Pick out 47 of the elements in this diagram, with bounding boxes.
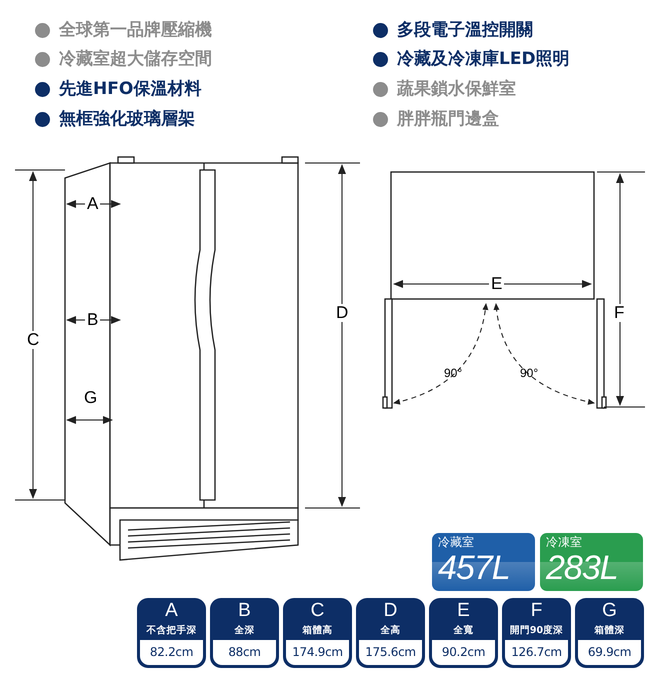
dimension-label: F bbox=[612, 304, 626, 322]
feature-text: 無框強化玻璃層架 bbox=[59, 108, 195, 130]
dimension-letter: E bbox=[456, 600, 471, 622]
dimension-letter: F bbox=[530, 600, 544, 622]
feature-text: 蔬果鎖水保鮮室 bbox=[397, 78, 516, 100]
spec-label: 不含把手深 bbox=[145, 624, 198, 637]
spec-card bbox=[356, 598, 425, 668]
spec-value: 69.9cm bbox=[578, 640, 641, 665]
feature-text: 冷藏室超大儲存空間 bbox=[59, 48, 212, 70]
dimension-label: C bbox=[25, 331, 42, 349]
angle-label: 90° bbox=[520, 366, 538, 380]
badge-title: 冷凍室 bbox=[546, 534, 582, 551]
volume-value: 457L bbox=[438, 548, 510, 589]
spec-value: 174.9cm bbox=[286, 640, 349, 665]
volume-value: 283L bbox=[546, 548, 618, 589]
spec-label: 箱體高 bbox=[302, 624, 334, 637]
dimension-letter: A bbox=[164, 600, 179, 622]
dimension-label: D bbox=[334, 304, 350, 322]
spec-card bbox=[429, 598, 498, 668]
spec-label: 全寬 bbox=[452, 624, 474, 637]
spec-label: 開門90度深 bbox=[508, 624, 564, 637]
dimension-letter: B bbox=[237, 600, 252, 622]
spec-value: 88cm bbox=[213, 640, 276, 665]
spec-label: 全高 bbox=[380, 624, 402, 637]
spec-card bbox=[283, 598, 352, 668]
feature-text: 冷藏及冷凍庫LED照明 bbox=[397, 48, 570, 70]
dimension-letter: D bbox=[382, 600, 398, 622]
volume-badge bbox=[540, 533, 643, 591]
spec-label: 全深 bbox=[234, 624, 256, 637]
spec-card bbox=[137, 598, 206, 668]
volume-badge bbox=[432, 533, 535, 591]
badge-title: 冷藏室 bbox=[438, 534, 474, 551]
spec-label: 箱體深 bbox=[594, 624, 626, 637]
feature-text: 先進HFO保溫材料 bbox=[59, 78, 202, 100]
spec-card bbox=[210, 598, 279, 668]
feature-text: 全球第一品牌壓縮機 bbox=[59, 19, 212, 41]
feature-text: 胖胖瓶門邊盒 bbox=[397, 108, 499, 130]
spec-value: 126.7cm bbox=[505, 640, 568, 665]
angle-label: 90° bbox=[444, 366, 462, 380]
spec-value: 175.6cm bbox=[359, 640, 422, 665]
feature-text: 多段電子溫控開關 bbox=[397, 19, 533, 41]
dimension-letter: C bbox=[310, 600, 326, 622]
dimension-letter: G bbox=[601, 600, 618, 622]
spec-value: 82.2cm bbox=[140, 640, 203, 665]
spec-card bbox=[575, 598, 644, 668]
spec-card bbox=[502, 598, 571, 668]
spec-value: 90.2cm bbox=[432, 640, 495, 665]
